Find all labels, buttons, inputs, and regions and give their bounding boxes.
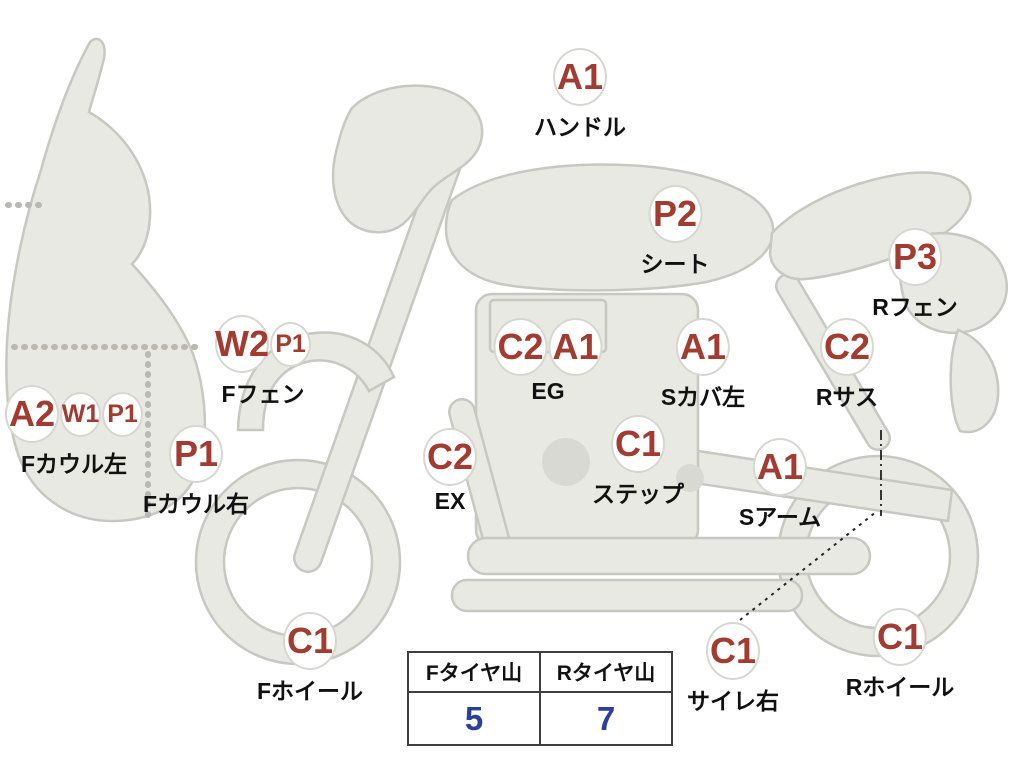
marker-label: サイレ右 bbox=[687, 688, 779, 714]
marker-label: EX bbox=[434, 488, 466, 514]
exhaust-downpipe-shape bbox=[448, 398, 512, 560]
front-tire-tread-value: 5 bbox=[407, 691, 541, 746]
condition-badge: A2 bbox=[5, 385, 59, 443]
marker-label: EG bbox=[531, 378, 565, 404]
badge-row: C1 bbox=[873, 608, 927, 666]
condition-badge: C1 bbox=[706, 622, 760, 680]
condition-badge: A1 bbox=[553, 48, 607, 106]
marker-rear-wheel: C1 Rホイール bbox=[845, 608, 955, 702]
badge-row: C2 bbox=[423, 428, 477, 486]
badge-row: A1 bbox=[553, 48, 607, 106]
condition-badge: A1 bbox=[548, 318, 603, 376]
marker-label: Fホイール bbox=[256, 678, 364, 704]
marker-seat: P2 シート bbox=[641, 185, 710, 279]
marker-rear-fender: P3 Rフェン bbox=[872, 228, 958, 322]
condition-badge: C2 bbox=[423, 428, 477, 486]
marker-front-cowl-left: A2 W1 P1 Fカウル左 bbox=[5, 385, 143, 479]
condition-badge: C2 bbox=[493, 318, 548, 376]
marker-front-wheel: C1 Fホイール bbox=[257, 612, 363, 706]
fuel-tank-shape bbox=[444, 163, 775, 292]
badge-row: C1 bbox=[706, 622, 760, 680]
condition-badge: C1 bbox=[611, 415, 665, 473]
condition-badge: P1 bbox=[102, 391, 143, 437]
marker-step: C1 ステップ bbox=[592, 415, 684, 509]
badge-row: W2 P1 bbox=[215, 315, 311, 373]
exhaust-pipe-upper-shape bbox=[466, 536, 872, 576]
marker-label: Fカウル左 bbox=[20, 451, 128, 477]
marker-label: Rフェン bbox=[872, 294, 958, 320]
badge-row: C2 bbox=[820, 318, 874, 376]
marker-silencer-right: C1 サイレ右 bbox=[687, 622, 779, 716]
condition-badge: P3 bbox=[888, 228, 942, 286]
crankcase-circle bbox=[542, 438, 590, 486]
badge-row: A1 bbox=[676, 318, 730, 376]
silencer-pointer-line bbox=[739, 511, 877, 621]
step-pivot-circle bbox=[676, 464, 704, 492]
condition-badge: C2 bbox=[820, 318, 874, 376]
condition-badge: C1 bbox=[873, 608, 927, 666]
marker-engine: C2 A1 EG bbox=[493, 318, 603, 405]
condition-badge: W1 bbox=[60, 391, 101, 437]
badge-row: P2 bbox=[648, 185, 702, 243]
marker-front-cowl-right: P1 Fカウル右 bbox=[143, 425, 249, 519]
condition-badge: W2 bbox=[215, 315, 269, 373]
marker-label: ハンドル bbox=[534, 114, 626, 140]
badge-row: A2 W1 P1 bbox=[5, 385, 143, 443]
front-tire-tread-header: Fタイヤ山 bbox=[407, 651, 541, 693]
badge-row: P3 bbox=[888, 228, 942, 286]
marker-side-cover-left: A1 Sカバ左 bbox=[661, 318, 745, 412]
exhaust-pipe-lower-shape bbox=[450, 578, 804, 613]
condition-badge: C1 bbox=[283, 612, 337, 670]
marker-label: ステップ bbox=[592, 481, 684, 507]
marker-exhaust: C2 EX bbox=[423, 428, 477, 515]
badge-row: C1 bbox=[611, 415, 665, 473]
cowl-panel-seam-lines bbox=[5, 202, 199, 519]
condition-badge: A1 bbox=[753, 438, 807, 496]
condition-badge: P1 bbox=[270, 321, 311, 367]
marker-rear-suspension: C2 Rサス bbox=[816, 318, 878, 412]
marker-label: Fフェン bbox=[221, 381, 305, 407]
marker-label: Rサス bbox=[815, 384, 879, 410]
condition-badge: P1 bbox=[169, 425, 223, 483]
badge-row: A1 bbox=[753, 438, 807, 496]
marker-front-fender: W2 P1 Fフェン bbox=[215, 315, 311, 409]
marker-label: シート bbox=[640, 251, 710, 277]
seat-shape bbox=[768, 171, 972, 281]
marker-label: Sカバ左 bbox=[660, 384, 746, 410]
condition-badge: A1 bbox=[676, 318, 730, 376]
rear-tire-tread-value: 7 bbox=[539, 691, 673, 746]
rear-fender-shape bbox=[949, 328, 1000, 434]
badge-row: C1 bbox=[283, 612, 337, 670]
marker-swingarm: A1 Sアーム bbox=[739, 438, 821, 532]
rear-tire-tread-header: Rタイヤ山 bbox=[539, 651, 673, 693]
badge-row: P1 bbox=[169, 425, 223, 483]
condition-badge: P2 bbox=[648, 185, 702, 243]
marker-label: Fカウル右 bbox=[142, 491, 250, 517]
marker-label: Sアーム bbox=[738, 504, 822, 530]
marker-handlebar: A1 ハンドル bbox=[534, 48, 626, 142]
badge-row: C2 A1 bbox=[493, 318, 603, 376]
handlebar-shape bbox=[331, 84, 484, 234]
tire-tread-table: Fタイヤ山 Rタイヤ山 5 7 bbox=[407, 651, 673, 746]
marker-label: Rホイール bbox=[845, 674, 955, 700]
